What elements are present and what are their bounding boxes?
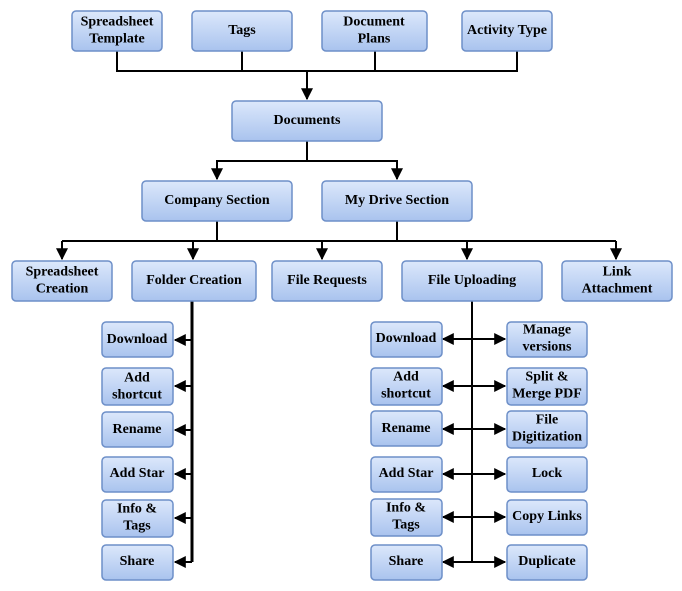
node-fc-rename: Rename: [101, 411, 174, 448]
svg-text:Add Star: Add Star: [110, 466, 165, 481]
node-lock: Lock: [506, 456, 588, 493]
node-fc-add-star: Add Star: [101, 456, 174, 493]
svg-text:Duplicate: Duplicate: [518, 554, 576, 569]
node-activity-type: Activity Type: [461, 10, 553, 52]
node-tags: Tags: [191, 10, 293, 52]
node-fc-download: Download: [101, 321, 174, 358]
svg-text:Rename: Rename: [113, 422, 162, 437]
node-split-merge-pdf: Split &Merge PDF: [506, 367, 588, 406]
svg-text:Download: Download: [376, 331, 437, 346]
svg-text:File Uploading: File Uploading: [428, 273, 516, 288]
svg-text:Share: Share: [120, 554, 155, 569]
node-file-uploading: File Uploading: [401, 260, 543, 302]
svg-text:Lock: Lock: [532, 466, 563, 481]
node-fu-add-star: Add Star: [370, 456, 443, 493]
svg-text:Tags: Tags: [228, 23, 256, 38]
node-folder-creation: Folder Creation: [131, 260, 257, 302]
svg-text:My Drive Section: My Drive Section: [345, 193, 449, 208]
svg-text:Folder Creation: Folder Creation: [146, 273, 242, 288]
edge-activity-type: [307, 51, 518, 72]
node-fu-info-tags: Info &Tags: [370, 498, 443, 537]
node-company-section: Company Section: [141, 180, 293, 222]
svg-text:Info &Tags: Info &Tags: [386, 501, 426, 533]
node-my-drive-section: My Drive Section: [321, 180, 473, 222]
svg-text:Copy Links: Copy Links: [512, 509, 582, 524]
edge-spreadsheet-template: [116, 51, 307, 72]
svg-text:Company Section: Company Section: [164, 193, 270, 208]
svg-text:File Requests: File Requests: [287, 273, 367, 288]
edge-to-company: [211, 160, 307, 181]
svg-text:Share: Share: [389, 554, 424, 569]
node-fc-info-tags: Info &Tags: [101, 499, 174, 538]
node-fu-rename: Rename: [370, 410, 443, 447]
connectors: [56, 51, 622, 568]
svg-text:Info &Tags: Info &Tags: [117, 502, 157, 534]
svg-text:Documents: Documents: [274, 113, 341, 128]
node-fu-download: Download: [370, 321, 443, 358]
node-file-requests: File Requests: [271, 260, 383, 302]
svg-text:Download: Download: [107, 332, 168, 347]
edge-to-mydrive: [307, 160, 403, 181]
node-duplicate: Duplicate: [506, 544, 588, 581]
svg-text:Split &Merge PDF: Split &Merge PDF: [512, 370, 582, 402]
svg-text:Activity Type: Activity Type: [467, 23, 547, 38]
svg-text:Add Star: Add Star: [379, 466, 434, 481]
svg-text:Rename: Rename: [382, 421, 431, 436]
node-copy-links: Copy Links: [506, 499, 588, 536]
node-fu-share: Share: [370, 544, 443, 581]
node-fc-share: Share: [101, 544, 174, 581]
node-documents: Documents: [231, 100, 383, 142]
